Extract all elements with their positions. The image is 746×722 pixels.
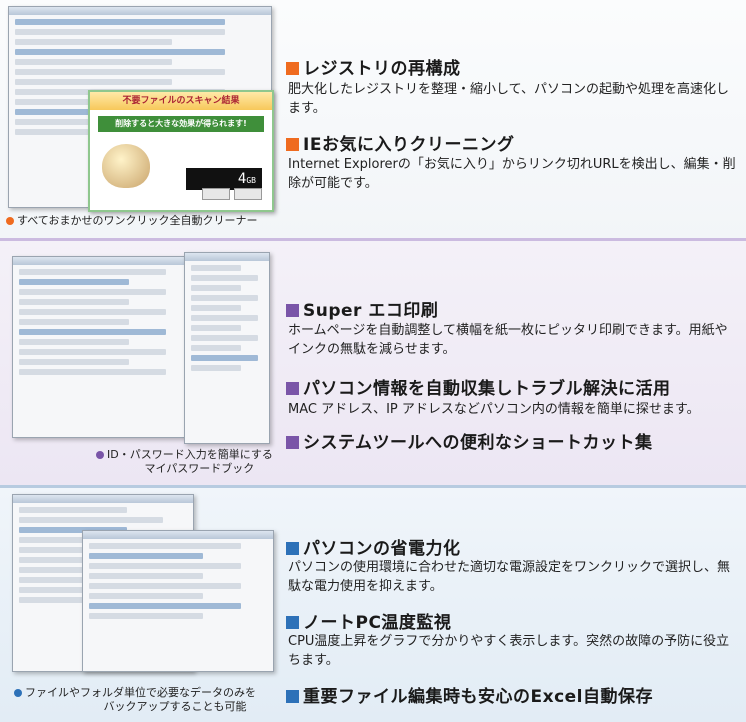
dialog-banner: 削除すると大きな効果が得られます! bbox=[98, 116, 264, 132]
feature-title: 重要ファイル編集時も安心のExcel自動保存 bbox=[286, 682, 653, 707]
bullet-square-icon bbox=[286, 382, 299, 395]
feature-body: Internet Explorerの「お気に入り」からリンク切れURLを検出し、… bbox=[288, 157, 736, 191]
password-screenshot bbox=[12, 256, 198, 438]
backup-caption: ファイルやフォルダ単位で必要なデータのみを バックアップすることも可能 bbox=[14, 686, 256, 714]
feature-title: IEお気に入りクリーニング bbox=[286, 130, 514, 155]
cleaner-caption: すべておまかせのワンクリック全自動クリーナー bbox=[6, 214, 257, 228]
backup-settings-window bbox=[82, 530, 274, 672]
bullet-square-icon bbox=[286, 690, 299, 703]
password-caption: ID・パスワード入力を簡単にする マイパスワードブック bbox=[96, 448, 273, 476]
scan-result-dialog: 不要ファイルのスキャン結果 削除すると大きな効果が得られます! 4GB bbox=[88, 90, 274, 212]
feature-title: Super エコ印刷 bbox=[286, 296, 438, 321]
bullet-square-icon bbox=[286, 542, 299, 555]
dialog-title: 不要ファイルのスキャン結果 bbox=[90, 92, 272, 110]
bullet-square-icon bbox=[286, 62, 299, 75]
bullet-square-icon bbox=[286, 436, 299, 449]
size-readout: 4GB bbox=[186, 168, 262, 190]
password-book-window bbox=[184, 252, 270, 444]
feature-title: パソコンの省電力化 bbox=[286, 534, 461, 559]
feature-body: ホームページを自動調整して横幅を紙一枚にピッタリ印刷できます。用紙やインクの無駄… bbox=[288, 323, 728, 357]
feature-title: システムツールへの便利なショートカット集 bbox=[286, 428, 653, 453]
feature-title: パソコン情報を自動収集しトラブル解決に活用 bbox=[286, 374, 671, 399]
yes-button[interactable] bbox=[202, 188, 230, 200]
feature-body: CPU温度上昇をグラフで分かりやすく表示します。突然の故障の予防に役立ちます。 bbox=[288, 634, 730, 668]
bullet-square-icon bbox=[286, 138, 299, 151]
bullet-square-icon bbox=[286, 616, 299, 629]
bullet-dot-icon bbox=[96, 451, 104, 459]
section-divider bbox=[0, 238, 746, 241]
bullet-square-icon bbox=[286, 304, 299, 317]
feature-title: ノートPC温度監視 bbox=[286, 608, 451, 633]
feature-body: 肥大化したレジストリを整理・縮小して、パソコンの起動や処理を高速化します。 bbox=[288, 82, 729, 116]
bullet-dot-icon bbox=[14, 689, 22, 697]
no-button[interactable] bbox=[234, 188, 262, 200]
feature-title: レジストリの再構成 bbox=[286, 54, 461, 79]
egg-illustration-icon bbox=[102, 144, 150, 188]
bullet-dot-icon bbox=[6, 217, 14, 225]
section-divider bbox=[0, 485, 746, 488]
feature-body: パソコンの使用環境に合わせた適切な電源設定をワンクリックで選択し、無駄な電力使用… bbox=[288, 560, 731, 594]
feature-body: MAC アドレス、IP アドレスなどパソコン内の情報を簡単に探せます。 bbox=[288, 402, 700, 417]
